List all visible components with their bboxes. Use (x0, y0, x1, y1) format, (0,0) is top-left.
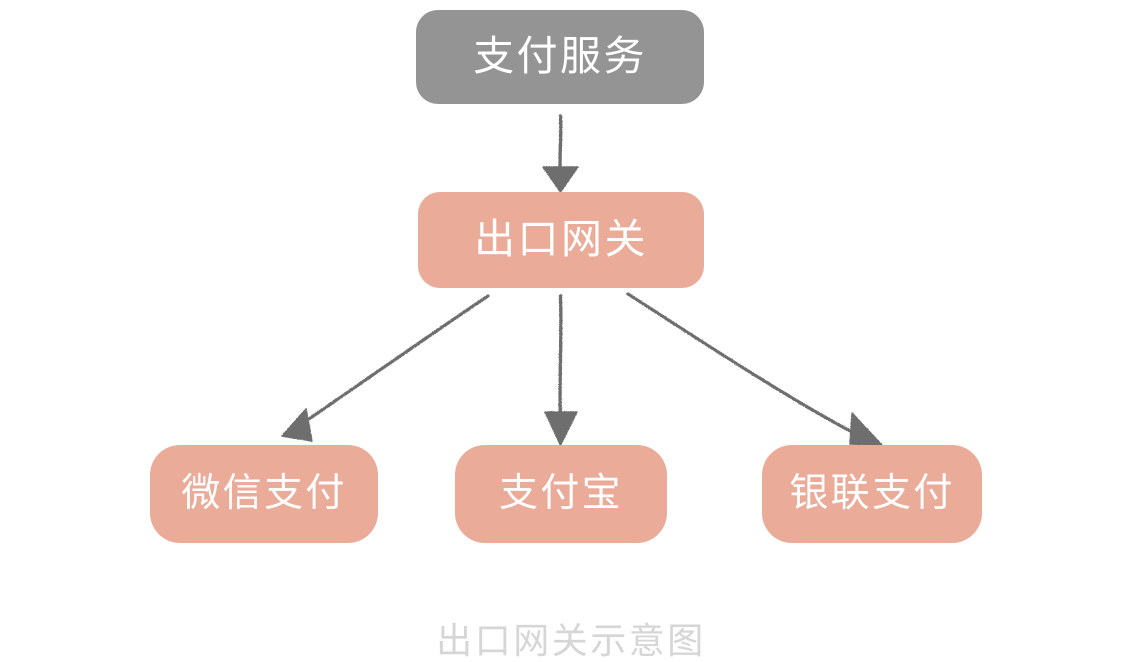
node-unionpay[interactable]: 银联支付 (762, 445, 982, 543)
node-payment-service-label: 支付服务 (473, 32, 647, 81)
edge-service-to-gateway (542, 114, 579, 193)
diagram-caption: 出口网关示意图 (436, 621, 706, 662)
node-wechat-pay[interactable]: 微信支付 (150, 445, 378, 543)
edge-gateway-to-alipay (544, 294, 578, 446)
node-payment-service[interactable]: 支付服务 (416, 10, 704, 104)
node-alipay-label: 支付宝 (498, 470, 624, 516)
node-egress-gateway[interactable]: 出口网关 (418, 192, 704, 288)
node-wechat-pay-label: 微信支付 (181, 470, 347, 516)
node-alipay[interactable]: 支付宝 (455, 445, 667, 543)
node-egress-gateway-label: 出口网关 (474, 215, 648, 264)
edge-gateway-to-wechat (281, 294, 490, 442)
node-unionpay-label: 银联支付 (789, 470, 955, 516)
edge-gateway-to-unionpay (626, 292, 883, 446)
